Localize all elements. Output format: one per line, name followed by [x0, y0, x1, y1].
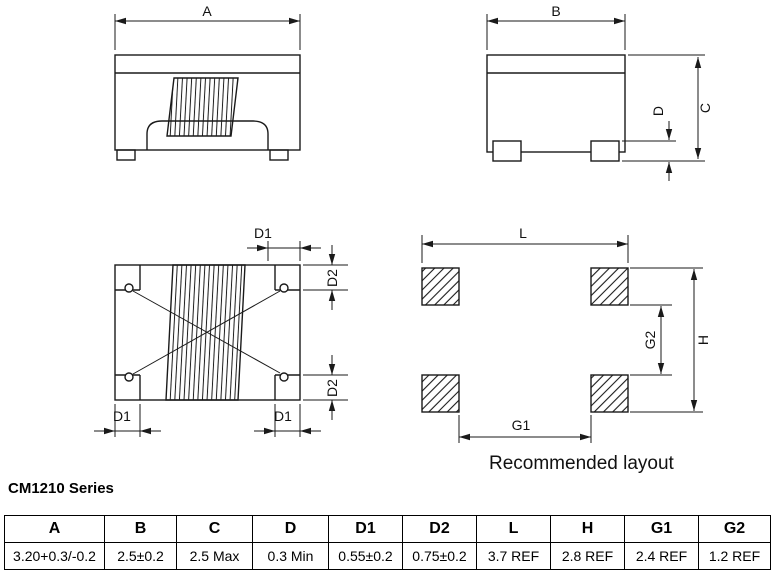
dim-G1-annotation: G1 — [458, 415, 592, 443]
arch-cutout — [146, 120, 269, 150]
table-value-H: 2.8 REF — [550, 542, 625, 570]
dim-label-C: C — [697, 103, 713, 113]
terminal-foot — [590, 140, 620, 162]
table-value-row: 3.20+0.3/-0.2 2.5±0.2 2.5 Max 0.3 Min 0.… — [4, 542, 771, 570]
dim-L-annotation: L — [421, 225, 629, 263]
dim-C-annotation: C — [622, 54, 713, 162]
dim-label-A: A — [202, 3, 212, 19]
dim-label-D1: D1 — [274, 408, 292, 424]
dim-D1-bottom-left-annotation: D1 — [94, 404, 161, 437]
dim-D-annotation: D — [622, 106, 676, 181]
dim-label-D: D — [650, 106, 666, 116]
dim-D2-bottom-annotation: D2 — [303, 355, 348, 420]
dim-label-D1: D1 — [254, 225, 272, 241]
dim-label-B: B — [551, 3, 560, 19]
dim-label-D1: D1 — [113, 408, 131, 424]
terminal-foot — [492, 140, 522, 162]
wire-terminal-dot — [279, 372, 289, 382]
dim-label-D2: D2 — [324, 379, 340, 397]
table-header-C: C — [176, 515, 253, 543]
dim-label-G1: G1 — [512, 417, 531, 433]
dim-H-annotation: H — [630, 267, 711, 413]
solder-pad — [590, 374, 629, 413]
terminal-foot — [116, 149, 136, 161]
wire-terminal-dot — [124, 372, 134, 382]
recommended-layout — [421, 267, 629, 413]
side-body — [486, 54, 626, 153]
table-value-G1: 2.4 REF — [624, 542, 699, 570]
dim-label-H: H — [695, 335, 711, 345]
dim-G2-annotation: G2 — [630, 304, 672, 376]
side-view — [486, 54, 626, 162]
wire-terminal-dot — [124, 283, 134, 293]
wire-leads — [132, 290, 281, 375]
dim-D1-bottom-right-annotation: D1 — [254, 404, 321, 437]
table-header-G1: G1 — [624, 515, 699, 543]
dim-label-L: L — [519, 225, 527, 241]
dim-A-annotation: A — [114, 3, 301, 50]
front-body — [114, 54, 301, 151]
table-header-A: A — [4, 515, 105, 543]
table-header-D: D — [252, 515, 329, 543]
table-header-D1: D1 — [328, 515, 403, 543]
top-view — [114, 264, 301, 401]
winding — [166, 77, 239, 137]
table-header-B: B — [104, 515, 177, 543]
solder-pad — [421, 267, 460, 306]
dim-B-annotation: B — [486, 3, 626, 50]
table-value-A: 3.20+0.3/-0.2 — [4, 542, 105, 570]
table-value-C: 2.5 Max — [176, 542, 253, 570]
dimension-drawings: A B C D — [94, 3, 713, 474]
table-header-G2: G2 — [698, 515, 771, 543]
table-header-L: L — [476, 515, 551, 543]
recommended-layout-caption: Recommended layout — [489, 453, 675, 474]
table-header-H: H — [550, 515, 625, 543]
table-value-G2: 1.2 REF — [698, 542, 771, 570]
table-value-D1: 0.55±0.2 — [328, 542, 403, 570]
table-value-B: 2.5±0.2 — [104, 542, 177, 570]
wire-terminal-dot — [279, 283, 289, 293]
front-view — [114, 54, 301, 161]
dim-label-D2: D2 — [324, 269, 340, 287]
terminal-foot — [269, 149, 289, 161]
table-value-L: 3.7 REF — [476, 542, 551, 570]
dim-label-G2: G2 — [642, 330, 658, 349]
dim-D1-top-annotation: D1 — [247, 225, 321, 261]
table-value-D: 0.3 Min — [252, 542, 329, 570]
table-header-row: A B C D D1 D2 L H G1 G2 — [4, 515, 771, 543]
dim-D2-top-annotation: D2 — [303, 245, 348, 310]
table-value-D2: 0.75±0.2 — [402, 542, 477, 570]
solder-pad — [590, 267, 629, 306]
table-header-D2: D2 — [402, 515, 477, 543]
dimensions-table: A B C D D1 D2 L H G1 G2 3.20+0.3/-0.2 2.… — [4, 515, 771, 570]
solder-pad — [421, 374, 460, 413]
series-title: CM1210 Series — [8, 480, 114, 497]
